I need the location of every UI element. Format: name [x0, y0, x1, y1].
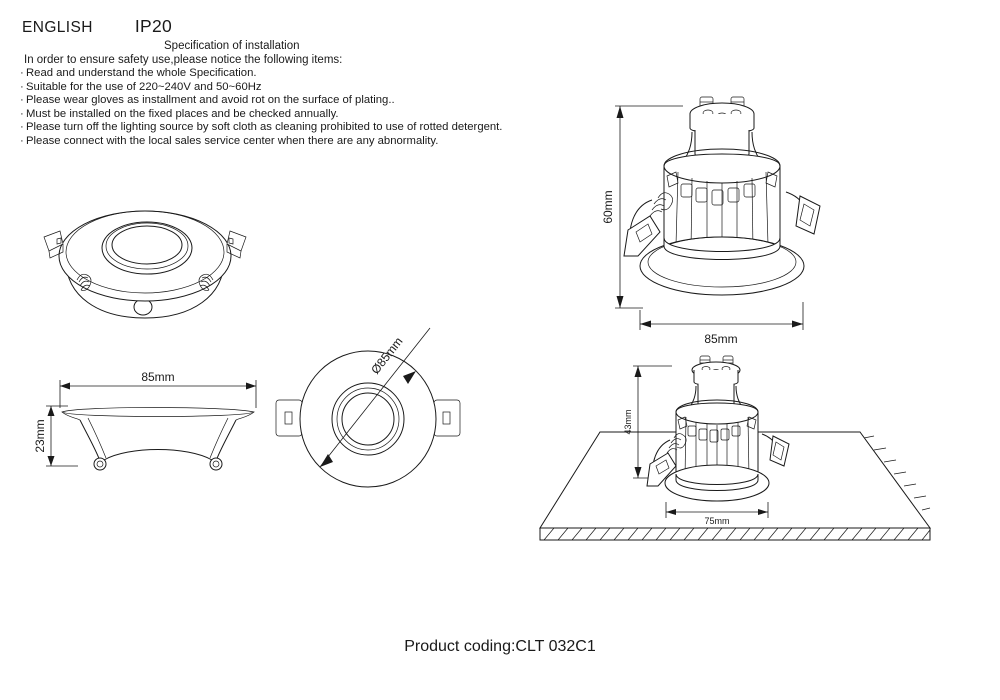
isometric-view — [30, 190, 260, 340]
elevation-view: 85mm 23mm — [18, 368, 278, 488]
list-item-text: Read and understand the whole Specificat… — [26, 67, 257, 79]
dimension-height-label: 23mm — [33, 419, 47, 452]
list-item-text: Must be installed on the fixed places an… — [26, 107, 339, 120]
bullet-icon: · — [20, 134, 24, 147]
bullet-icon: · — [20, 107, 24, 120]
specification-title: Specification of installation — [164, 40, 300, 52]
list-item: ·Must be installed on the fixed places a… — [20, 108, 502, 122]
plan-clip-left — [275, 399, 303, 437]
list-item: ·Suitable for the use of 220~240V and 50… — [20, 81, 502, 95]
list-item-text: Please turn off the lighting source by s… — [26, 121, 503, 134]
mounting-tab-right — [226, 230, 247, 259]
bullet-icon: · — [20, 67, 24, 79]
dimension-section-width: 85mm — [639, 302, 804, 346]
plan-view: Ø85mm — [272, 320, 482, 515]
list-item-text: Please connect with the local sales serv… — [26, 134, 439, 147]
header: ENGLISH IP20 — [22, 16, 172, 37]
dimension-width: 85mm — [59, 370, 257, 408]
bullet-icon: · — [20, 121, 24, 134]
dimension-cutout: 75mm — [665, 502, 769, 526]
install-spring-clip-left — [646, 433, 687, 487]
plan-clip-right — [433, 399, 461, 437]
installation-view: 43mm 75mm — [530, 350, 940, 560]
hatch-pattern — [543, 527, 931, 541]
language-label: ENGLISH — [22, 19, 93, 36]
specification-intro: In order to ensure safety use,please not… — [24, 54, 343, 66]
list-item: ·Please connect with the local sales ser… — [20, 135, 502, 149]
dimension-depth-label: 43mm — [623, 409, 633, 434]
hatch-pattern-right — [863, 435, 931, 511]
dimension-section-width-label: 85mm — [704, 332, 737, 346]
dimension-width-label: 85mm — [141, 370, 174, 384]
install-heatsink-fins — [677, 416, 757, 487]
spring-clip-right — [198, 273, 214, 291]
dimension-section-height: 60mm — [601, 105, 683, 309]
ip-rating-label: IP20 — [134, 16, 173, 36]
product-code: Product coding:CLT 032C1 — [404, 638, 596, 655]
bullet-icon: · — [20, 80, 24, 93]
dimension-cutout-label: 75mm — [704, 516, 729, 526]
spring-clip-section-left — [623, 192, 673, 257]
spring-clip-left — [76, 273, 92, 291]
mounting-tab-left — [43, 230, 64, 259]
install-spring-clip-right — [761, 433, 790, 467]
specification-list: ·Read and understand the whole Specifica… — [20, 67, 502, 149]
list-item-text: Suitable for the use of 220~240V and 50~… — [26, 80, 262, 93]
dimension-height: 23mm — [33, 405, 78, 467]
list-item-text: Please wear gloves as installment and av… — [26, 94, 395, 107]
dimension-section-height-label: 60mm — [601, 190, 615, 223]
list-item: ·Please wear gloves as installment and a… — [20, 94, 502, 108]
spring-clip-section-right — [785, 191, 821, 235]
list-item: ·Read and understand the whole Specifica… — [20, 67, 502, 81]
list-item: ·Please turn off the lighting source by … — [20, 121, 502, 135]
bullet-icon: · — [20, 94, 24, 107]
section-view: 60mm 85mm — [588, 88, 848, 348]
